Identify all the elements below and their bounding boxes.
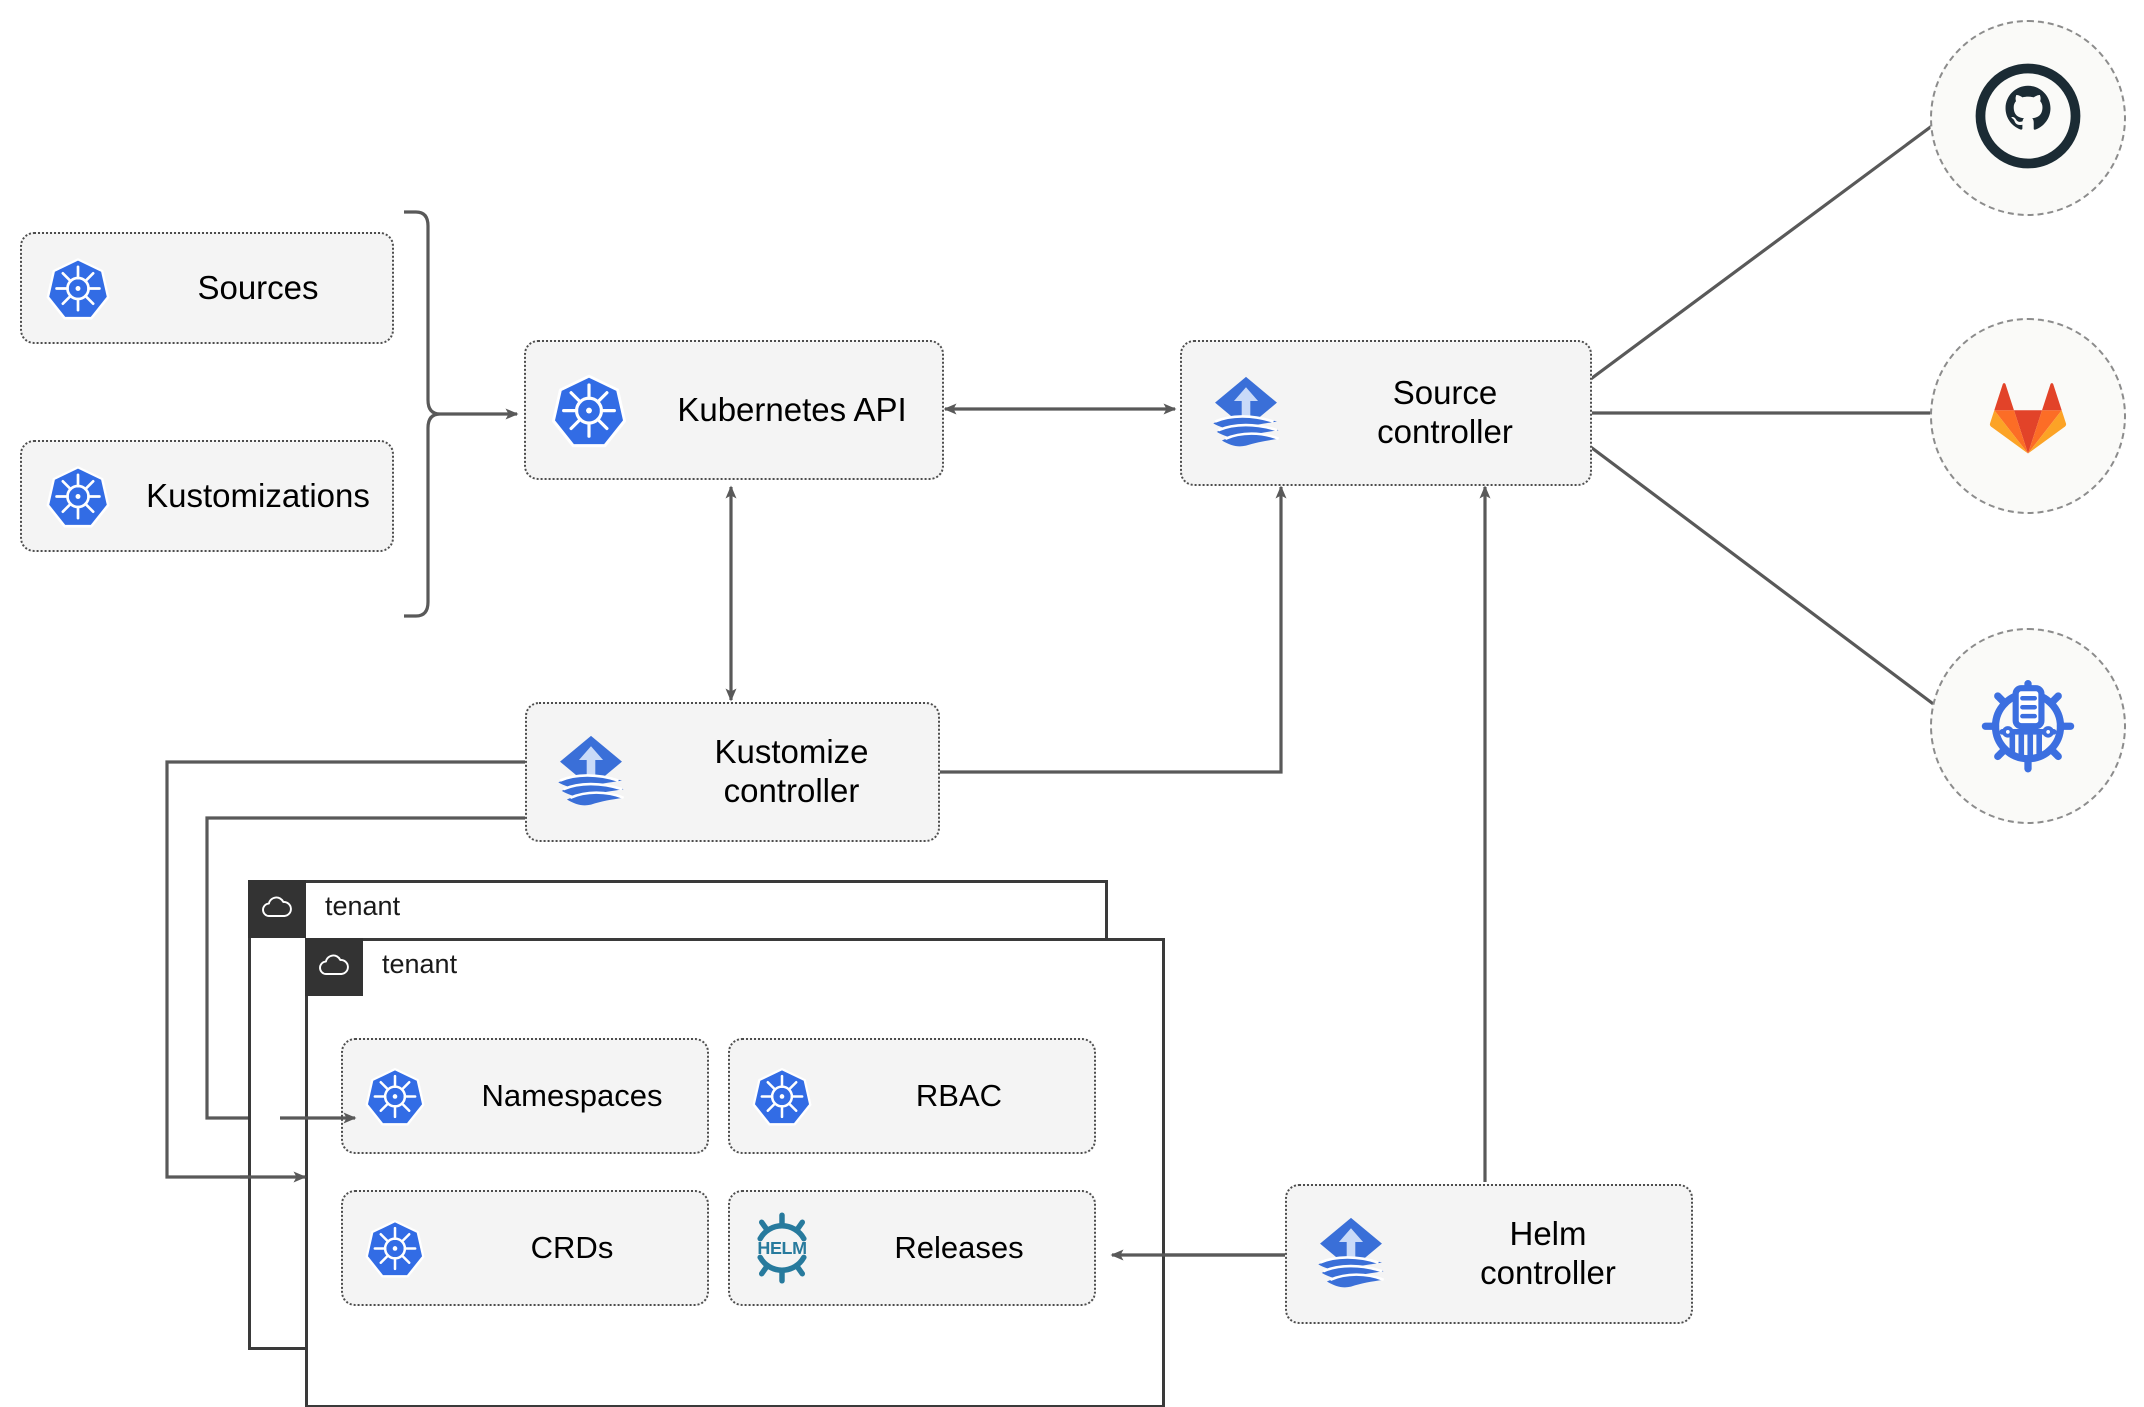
tenant-resource-label: CRDs <box>530 1229 614 1265</box>
tenant-resource-namespaces[interactable]: Namespaces <box>341 1038 709 1154</box>
tenant-resource-label: Namespaces <box>481 1077 663 1113</box>
tenant-resource-releases[interactable]: HELM Releases <box>728 1190 1096 1306</box>
kubernetes-icon <box>22 463 134 529</box>
kubernetes-icon <box>343 1217 447 1279</box>
helm-registry-icon <box>1972 668 2084 785</box>
node-source-controller[interactable]: Source controller <box>1180 340 1592 486</box>
gitlab-icon <box>1976 362 2080 471</box>
helm-icon: HELM <box>730 1209 834 1287</box>
kubernetes-icon <box>22 255 134 321</box>
node-label: Helm controller <box>1480 1215 1616 1291</box>
node-kustomize-controller[interactable]: Kustomize controller <box>525 702 940 842</box>
node-helm-controller[interactable]: Helm controller <box>1285 1184 1693 1324</box>
node-label: Kustomize controller <box>714 733 869 809</box>
tenant-tab-front <box>305 938 363 996</box>
tenant-resource-label: RBAC <box>915 1077 1003 1113</box>
resource-card-kustomizations[interactable]: Kustomizations <box>20 440 394 552</box>
node-kubernetes-api[interactable]: Kubernetes API <box>524 340 944 480</box>
tenant-container-front[interactable]: tenant <box>305 938 1165 1407</box>
flux-icon <box>1287 1211 1415 1297</box>
cloud-icon <box>261 891 293 928</box>
provider-helm-registry[interactable] <box>1930 628 2126 824</box>
provider-github[interactable] <box>1930 20 2126 216</box>
resource-card-sources[interactable]: Sources <box>20 232 394 344</box>
node-label: Kubernetes API <box>677 390 907 428</box>
resource-label: Kustomizations <box>146 476 370 514</box>
tenant-title-back: tenant <box>325 891 401 921</box>
tenant-title-front: tenant <box>382 949 458 979</box>
tenant-resource-crds[interactable]: CRDs <box>341 1190 709 1306</box>
tenant-resource-rbac[interactable]: RBAC <box>728 1038 1096 1154</box>
resource-label: Sources <box>197 268 319 306</box>
kubernetes-icon <box>343 1065 447 1127</box>
cloud-icon <box>318 949 350 986</box>
tenant-tab-back <box>248 880 306 938</box>
provider-gitlab[interactable] <box>1930 318 2126 514</box>
kubernetes-icon <box>526 371 652 449</box>
github-icon <box>1974 62 2082 175</box>
tenant-resource-label: Releases <box>894 1229 1024 1265</box>
svg-text:HELM: HELM <box>757 1238 806 1258</box>
node-label: Source controller <box>1377 374 1513 450</box>
flux-icon <box>1182 370 1310 456</box>
kubernetes-icon <box>730 1065 834 1127</box>
flux-icon <box>527 729 655 815</box>
